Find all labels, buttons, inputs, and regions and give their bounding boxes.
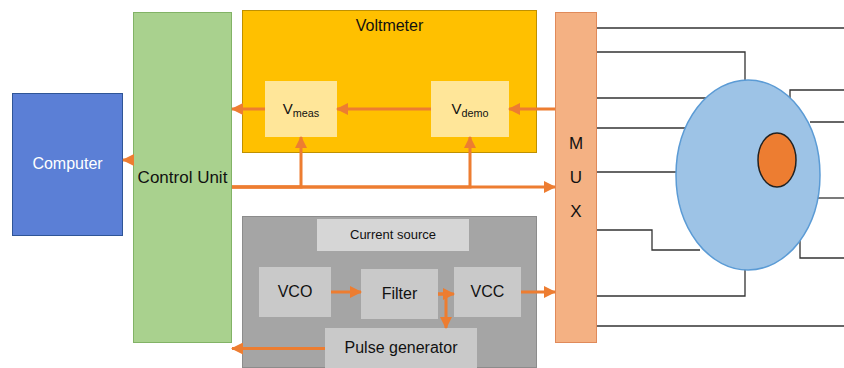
current-source-panel: Current sourceVCO Filter VCC Pulse generato… — [242, 216, 537, 368]
wire — [597, 268, 745, 296]
wire — [597, 325, 844, 326]
inclusion — [758, 133, 796, 187]
signal-arrow — [337, 108, 431, 111]
wire — [597, 127, 690, 128]
node-label: VCC — [471, 283, 505, 301]
signal-arrow — [509, 108, 555, 111]
wire — [597, 230, 700, 250]
wire — [790, 90, 844, 100]
signal-arrow — [232, 347, 325, 350]
signal-arrow — [438, 293, 454, 296]
computer-box: Computer — [12, 93, 123, 236]
vco-block: VCO — [259, 267, 331, 317]
wire — [597, 98, 706, 112]
node-label: Vmeas — [283, 100, 319, 117]
node-label: VCO — [278, 283, 313, 301]
filter-block: Filter — [361, 269, 438, 319]
signal-arrow — [521, 291, 555, 294]
wire — [810, 121, 844, 122]
demodulator-block: Vdemo — [431, 81, 509, 137]
body-section — [676, 80, 820, 270]
node-label: Vdemo — [451, 100, 488, 117]
signal-arrow — [232, 137, 301, 187]
vcc-block: VCC — [454, 267, 521, 317]
measure-block: Vmeas — [265, 81, 337, 137]
voltmeter-panel: VoltmeterVmeas Vdemo — [242, 10, 537, 153]
wire — [817, 197, 844, 198]
node-label: Current source — [317, 219, 469, 251]
control-unit-box: Control Unit — [133, 12, 232, 343]
pulse-generator-block: Pulse generator — [325, 328, 477, 368]
node-label: Voltmeter — [243, 17, 536, 35]
wire — [597, 171, 677, 172]
signal-arrow — [438, 294, 446, 328]
signal-arrow — [331, 291, 361, 294]
wire — [597, 52, 745, 81]
node-label: Computer — [32, 155, 102, 173]
wire — [597, 27, 844, 28]
node-label: Filter — [382, 285, 418, 303]
node-label: Pulse generator — [345, 339, 458, 357]
signal-arrow — [232, 108, 265, 111]
signal-arrow — [232, 186, 555, 189]
mux-block: MUX — [555, 12, 597, 343]
node-label: MUX — [568, 127, 585, 229]
node-label: Control Unit — [138, 168, 228, 188]
wire — [800, 240, 844, 258]
signal-arrow — [123, 159, 133, 162]
signal-arrow — [232, 137, 470, 187]
